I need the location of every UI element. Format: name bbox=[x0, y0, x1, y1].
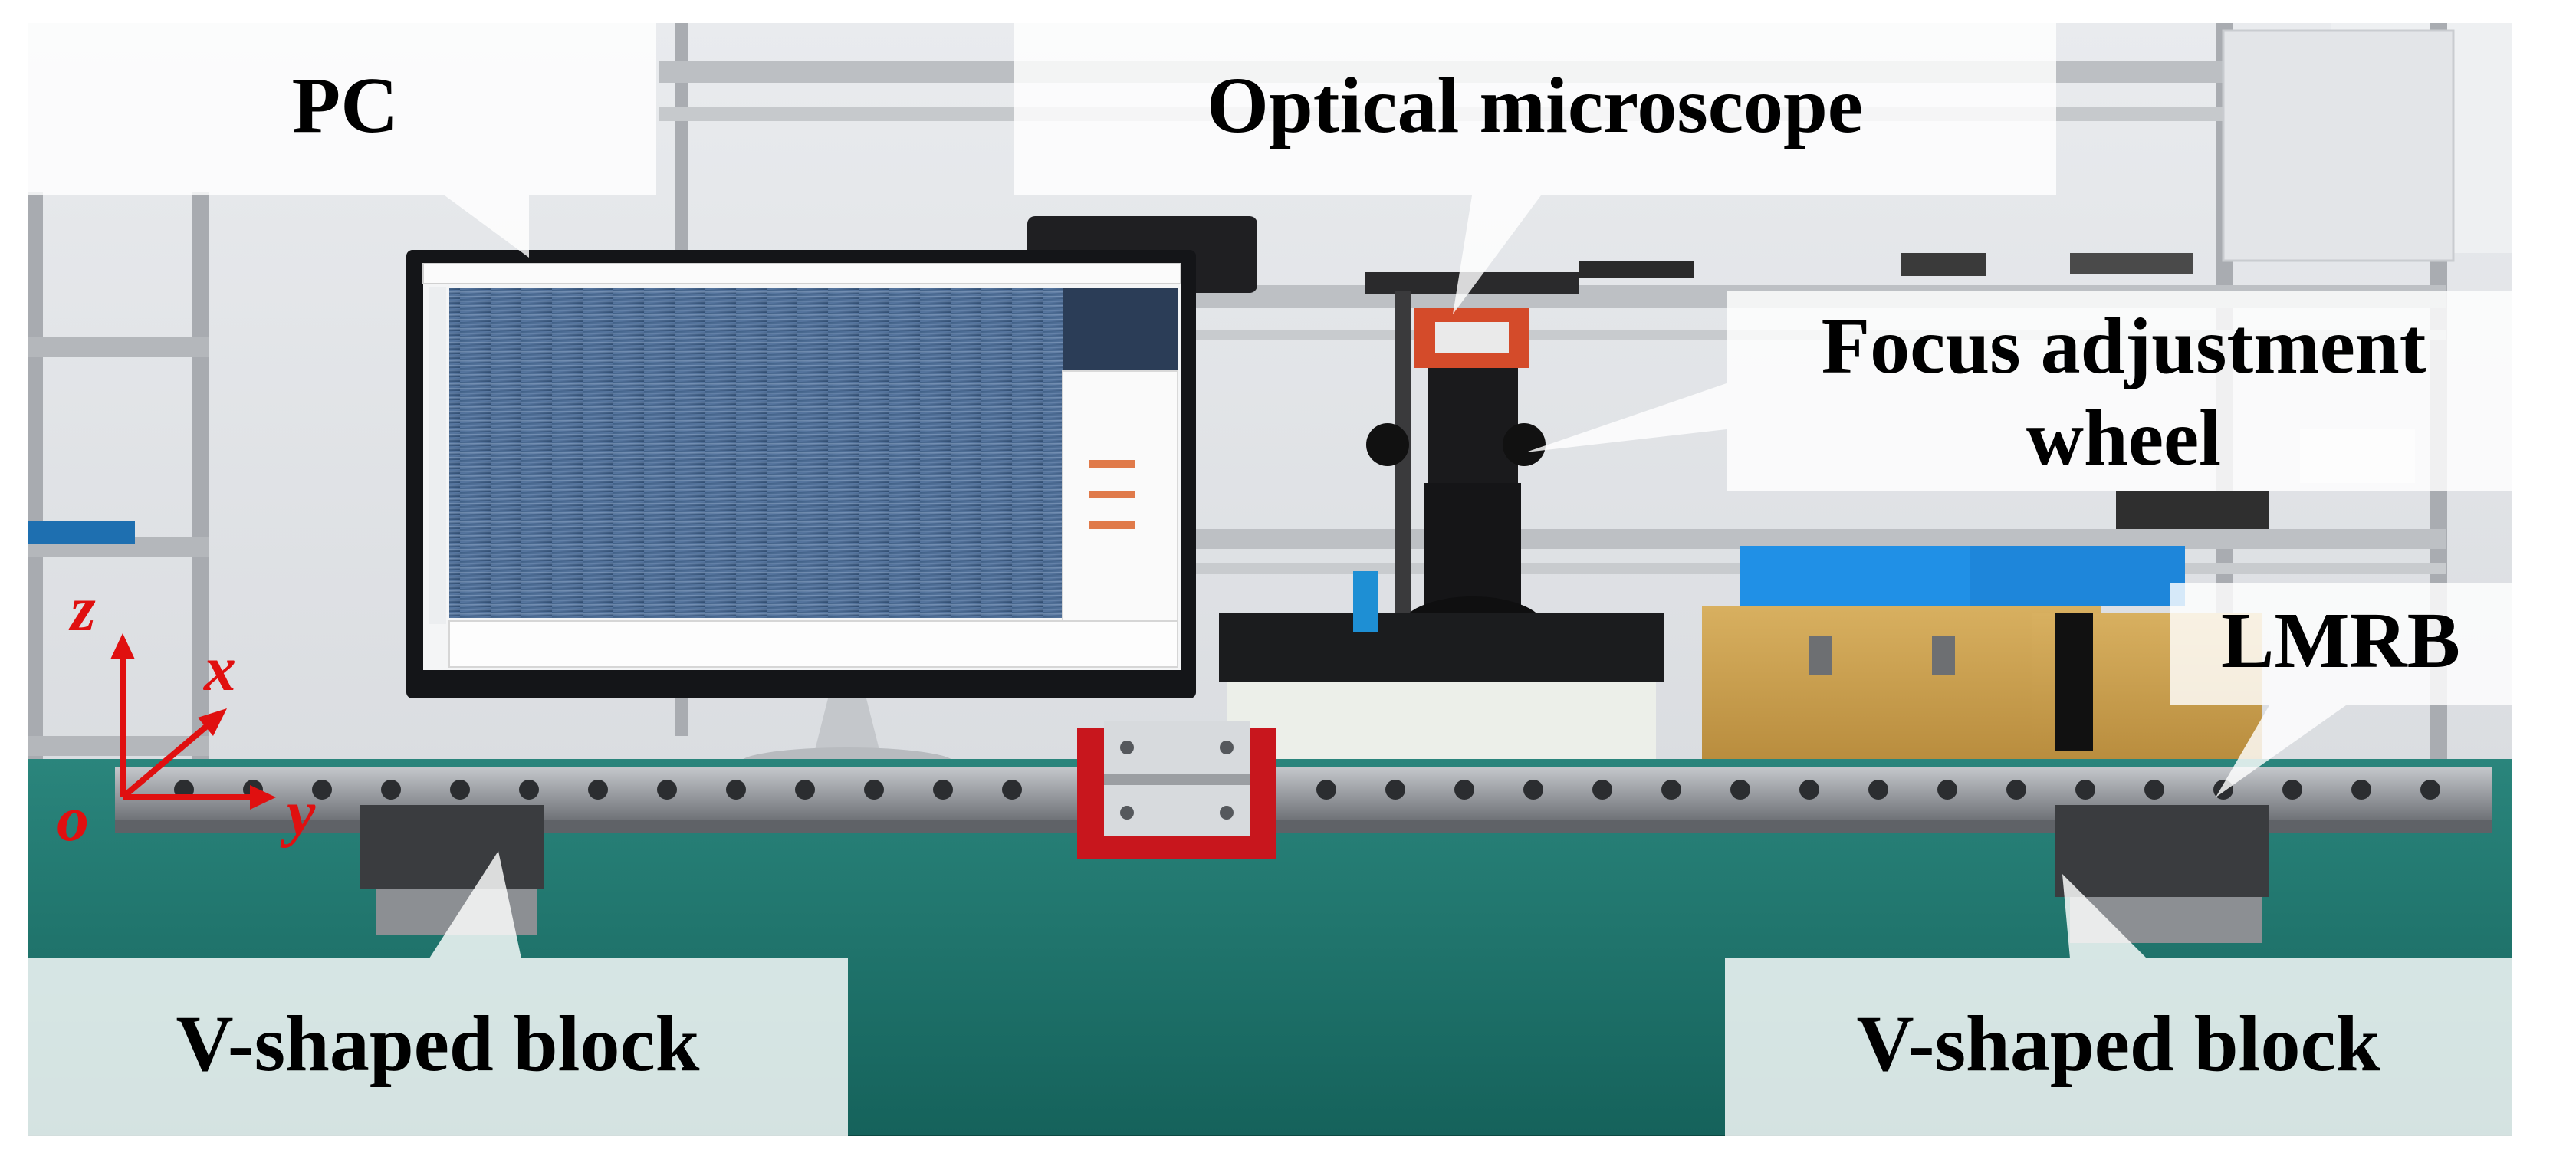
label-lmrb: LMRB bbox=[2221, 596, 2460, 685]
storage-boxes bbox=[1702, 546, 2262, 759]
axis-label-x: x bbox=[202, 633, 236, 705]
microscope-callout-box bbox=[1014, 23, 2056, 195]
coordinate-axes bbox=[110, 633, 276, 810]
v-block-right-shape bbox=[2055, 805, 2269, 943]
v-block-left-shape bbox=[360, 805, 544, 935]
pc-monitor bbox=[406, 250, 1196, 778]
label-focus-adjustment-line1: Focus adjustment bbox=[1821, 302, 2426, 390]
pc-callout-box bbox=[28, 23, 656, 195]
axis-label-z: z bbox=[68, 573, 96, 645]
v-block-right-callout-box bbox=[1725, 958, 2512, 1136]
label-v-shaped-block-left: V-shaped block bbox=[176, 1000, 700, 1088]
carriage-slider bbox=[1077, 721, 1276, 859]
v-block-left-callout-box bbox=[28, 958, 848, 1136]
label-optical-microscope: Optical microscope bbox=[1207, 61, 1863, 149]
label-focus-adjustment-line2: wheel bbox=[2026, 394, 2222, 482]
label-v-shaped-block-right: V-shaped block bbox=[1856, 1000, 2380, 1088]
label-pc: PC bbox=[291, 61, 399, 149]
focus-wheel-callout-box bbox=[1727, 291, 2512, 491]
microscope-assembly bbox=[1219, 272, 1664, 682]
callouts bbox=[28, 23, 2512, 1136]
axis-label-origin: o bbox=[57, 784, 89, 855]
lmrb-callout-box bbox=[2170, 583, 2512, 705]
focus-wheel-knob bbox=[1503, 423, 1546, 466]
foam-blocks bbox=[1227, 682, 1656, 767]
